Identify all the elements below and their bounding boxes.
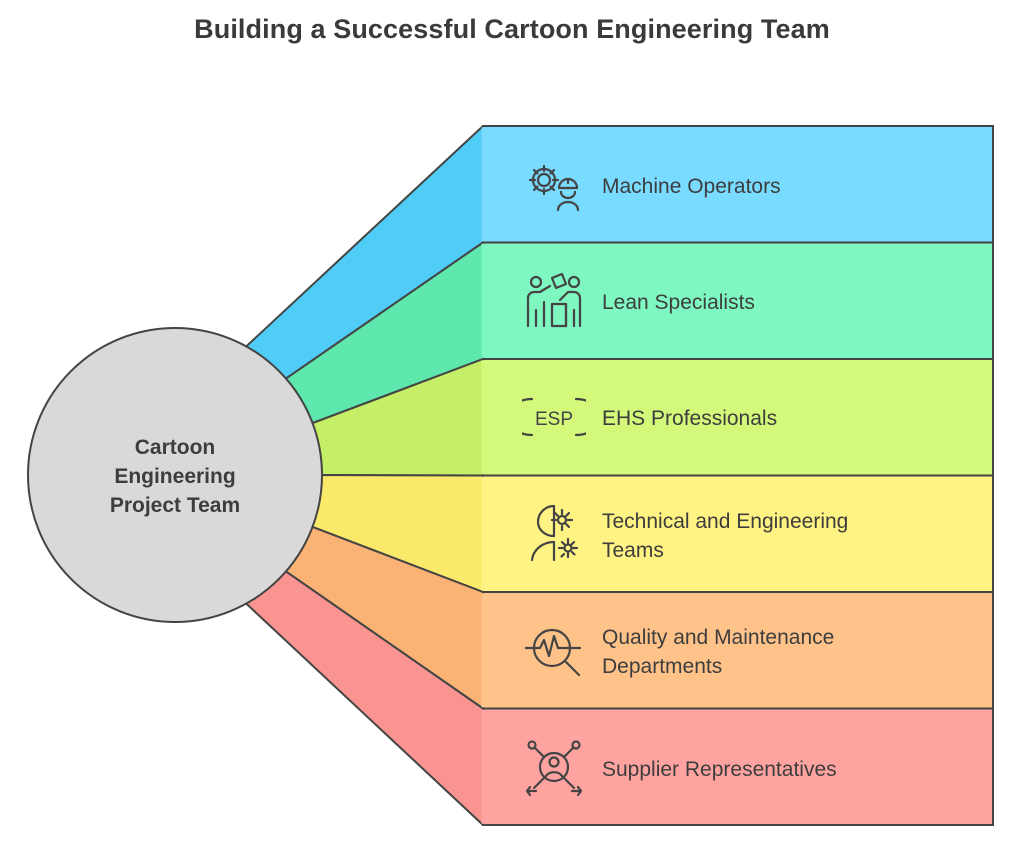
- band-seam: [481, 476, 485, 591]
- band-seam: [481, 360, 485, 475]
- head-gears-icon: [530, 504, 579, 562]
- band-machine-operators: [482, 125, 994, 244]
- gear-worker-icon: [528, 164, 580, 212]
- pulse-magnifier-icon: [524, 628, 582, 677]
- network-person-icon: [525, 740, 583, 797]
- band-seam: [481, 127, 485, 242]
- center-label-line: Cartoon: [134, 436, 216, 459]
- band-lean-specialists: [482, 241, 994, 360]
- center-hub-label: Cartoon Engineering Project Team: [60, 433, 290, 520]
- item-label-line: Supplier Representatives: [602, 758, 837, 781]
- band-ehs-professionals: [482, 358, 994, 477]
- item-label-line: Technical and Engineering: [602, 510, 849, 533]
- esp-badge-icon: ESP: [522, 397, 586, 437]
- item-label-ehs-professionals: EHS Professionals: [602, 404, 982, 433]
- item-label-technical-engineering: Technical and Engineering Teams: [602, 507, 982, 565]
- item-label-line: Quality and Maintenance: [602, 626, 835, 649]
- esp-badge-text: ESP: [535, 409, 573, 430]
- diagram-title: Building a Successful Cartoon Engineerin…: [194, 14, 830, 44]
- item-label-line: EHS Professionals: [602, 407, 778, 430]
- center-label-line: Engineering: [114, 465, 236, 488]
- item-label-lean-specialists: Lean Specialists: [602, 288, 982, 317]
- collaborating-people-icon: [526, 272, 582, 328]
- item-label-line: Lean Specialists: [602, 291, 755, 314]
- item-label-machine-operators: Machine Operators: [602, 172, 982, 201]
- band-seam: [481, 243, 485, 358]
- item-label-line: Teams: [602, 539, 664, 562]
- band-seam: [481, 709, 485, 824]
- band-seam: [481, 593, 485, 708]
- item-label-quality-maintenance: Quality and Maintenance Departments: [602, 623, 982, 681]
- band-quality-maintenance: [482, 591, 994, 710]
- center-label-line: Project Team: [109, 494, 241, 517]
- item-label-supplier-representatives: Supplier Representatives: [602, 755, 982, 784]
- bands-layer: [239, 125, 994, 826]
- center-hub-circle: [27, 327, 323, 623]
- item-label-line: Departments: [602, 655, 723, 678]
- item-label-line: Machine Operators: [602, 175, 781, 198]
